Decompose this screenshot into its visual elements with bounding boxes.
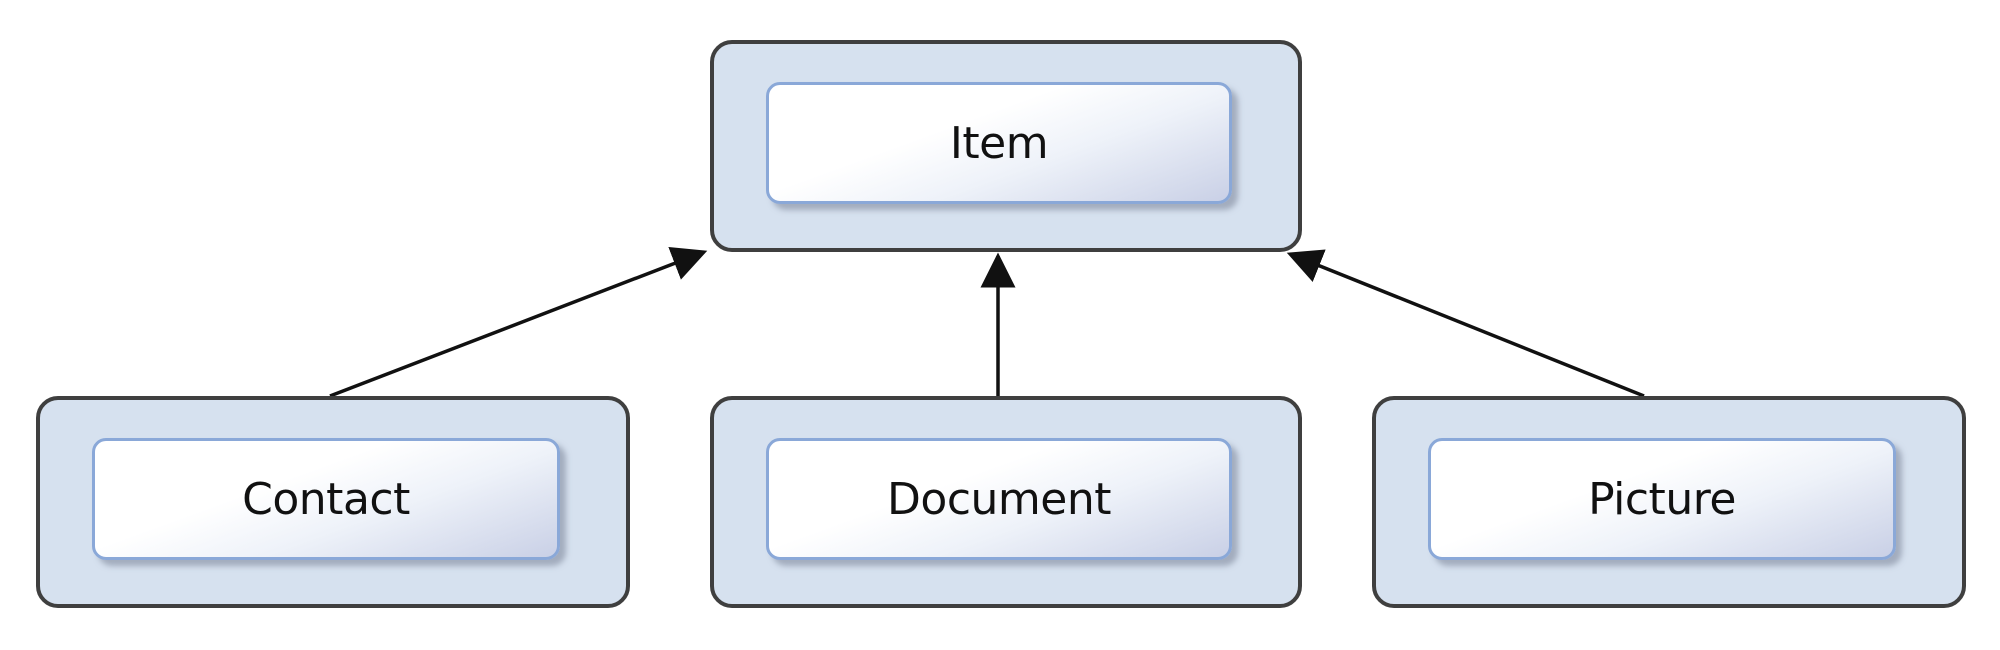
contact-label: Contact (242, 473, 410, 525)
document-label: Document (887, 473, 1111, 525)
picture-node-inner: Picture (1428, 438, 1896, 560)
item-node: Item (710, 40, 1302, 252)
contact-node: Contact (36, 396, 630, 608)
arrow-picture-to-item (1286, 249, 1645, 398)
item-label: Item (949, 117, 1049, 169)
arrow-contact-to-item (329, 246, 708, 398)
picture-label: Picture (1588, 473, 1736, 525)
item-node-inner: Item (766, 82, 1232, 204)
picture-node: Picture (1372, 396, 1966, 608)
document-node-inner: Document (766, 438, 1232, 560)
contact-node-inner: Contact (92, 438, 560, 560)
document-node: Document (710, 396, 1302, 608)
